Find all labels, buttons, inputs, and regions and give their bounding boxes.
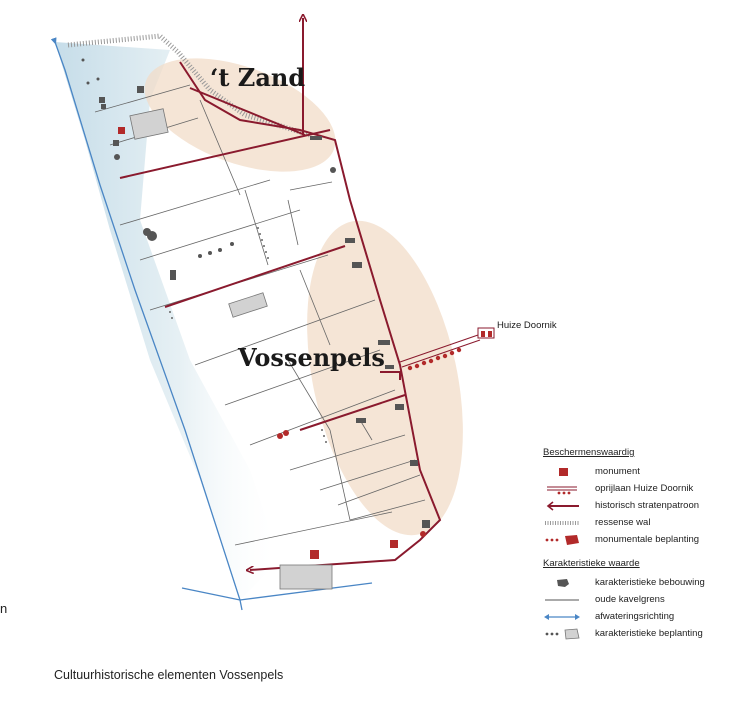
legend-label: monumentale beplanting — [595, 534, 700, 545]
legend-label: historisch stratenpatroon — [595, 500, 700, 511]
legend-item: monument — [543, 463, 728, 480]
legend-item: oprijlaan Huize Doornik — [543, 480, 728, 497]
legend-label: afwateringsrichting — [595, 611, 675, 622]
monumental-planting-icon — [545, 534, 579, 545]
legend-item: karakteristieke bebouwing — [543, 574, 728, 591]
legend-item: afwateringsrichting — [543, 608, 728, 625]
old-parcel-line-icon — [545, 599, 579, 600]
huize-doornik-label: Huize Doornik — [497, 320, 557, 331]
huize-doornik-symbol — [477, 327, 495, 339]
legend-section-title: Karakteristieke waarde — [543, 558, 640, 569]
legend-section-title: Beschermenswaardig — [543, 447, 635, 458]
oprijlaan-icon — [547, 486, 577, 494]
legend-label: karakteristieke bebouwing — [595, 577, 705, 588]
map-legend: Beschermenswaardig monument oprijlaan Hu… — [543, 447, 728, 642]
drainage-arrow-icon — [544, 613, 580, 620]
highlight-vossenpels — [307, 220, 463, 536]
legend-label: ressense wal — [595, 517, 651, 528]
planting-dots — [169, 227, 327, 443]
characteristic-building-icon — [557, 578, 569, 587]
ressense-wal — [67, 33, 311, 138]
historic-streets — [119, 18, 442, 570]
characteristic-buildings — [81, 58, 430, 528]
legend-item: karakteristieke beplanting — [543, 625, 728, 642]
ressense-wal-icon — [545, 520, 579, 525]
place-label-vossenpels: Vossenpels — [237, 343, 385, 372]
characteristic-planting — [129, 108, 333, 590]
legend-label: karakteristieke beplanting — [595, 628, 703, 639]
legend-label: oude kavelgrens — [595, 594, 665, 605]
edge-text-fragment: n — [0, 601, 8, 616]
water-boundary-bottom — [181, 582, 373, 601]
legend-label: monument — [595, 466, 640, 477]
monumental-planting — [277, 347, 462, 439]
water-strip — [55, 42, 280, 600]
monuments — [118, 127, 426, 559]
legend-item: oude kavelgrens — [543, 591, 728, 608]
legend-item: monumentale beplanting — [543, 531, 728, 548]
place-label-zand: ‘t Zand — [210, 63, 305, 92]
oprijlaan-huize-doornik — [399, 334, 481, 368]
monument-icon — [559, 467, 568, 476]
legend-item: ressense wal — [543, 514, 728, 531]
characteristic-planting-icon — [545, 628, 580, 639]
legend-label: oprijlaan Huize Doornik — [595, 483, 694, 494]
highlight-zand — [144, 58, 336, 172]
historic-street-arrow-icon — [546, 500, 579, 511]
legend-item: historisch stratenpatroon — [543, 497, 728, 514]
figure-caption: Cultuurhistorische elementen Vossenpels — [54, 668, 284, 682]
